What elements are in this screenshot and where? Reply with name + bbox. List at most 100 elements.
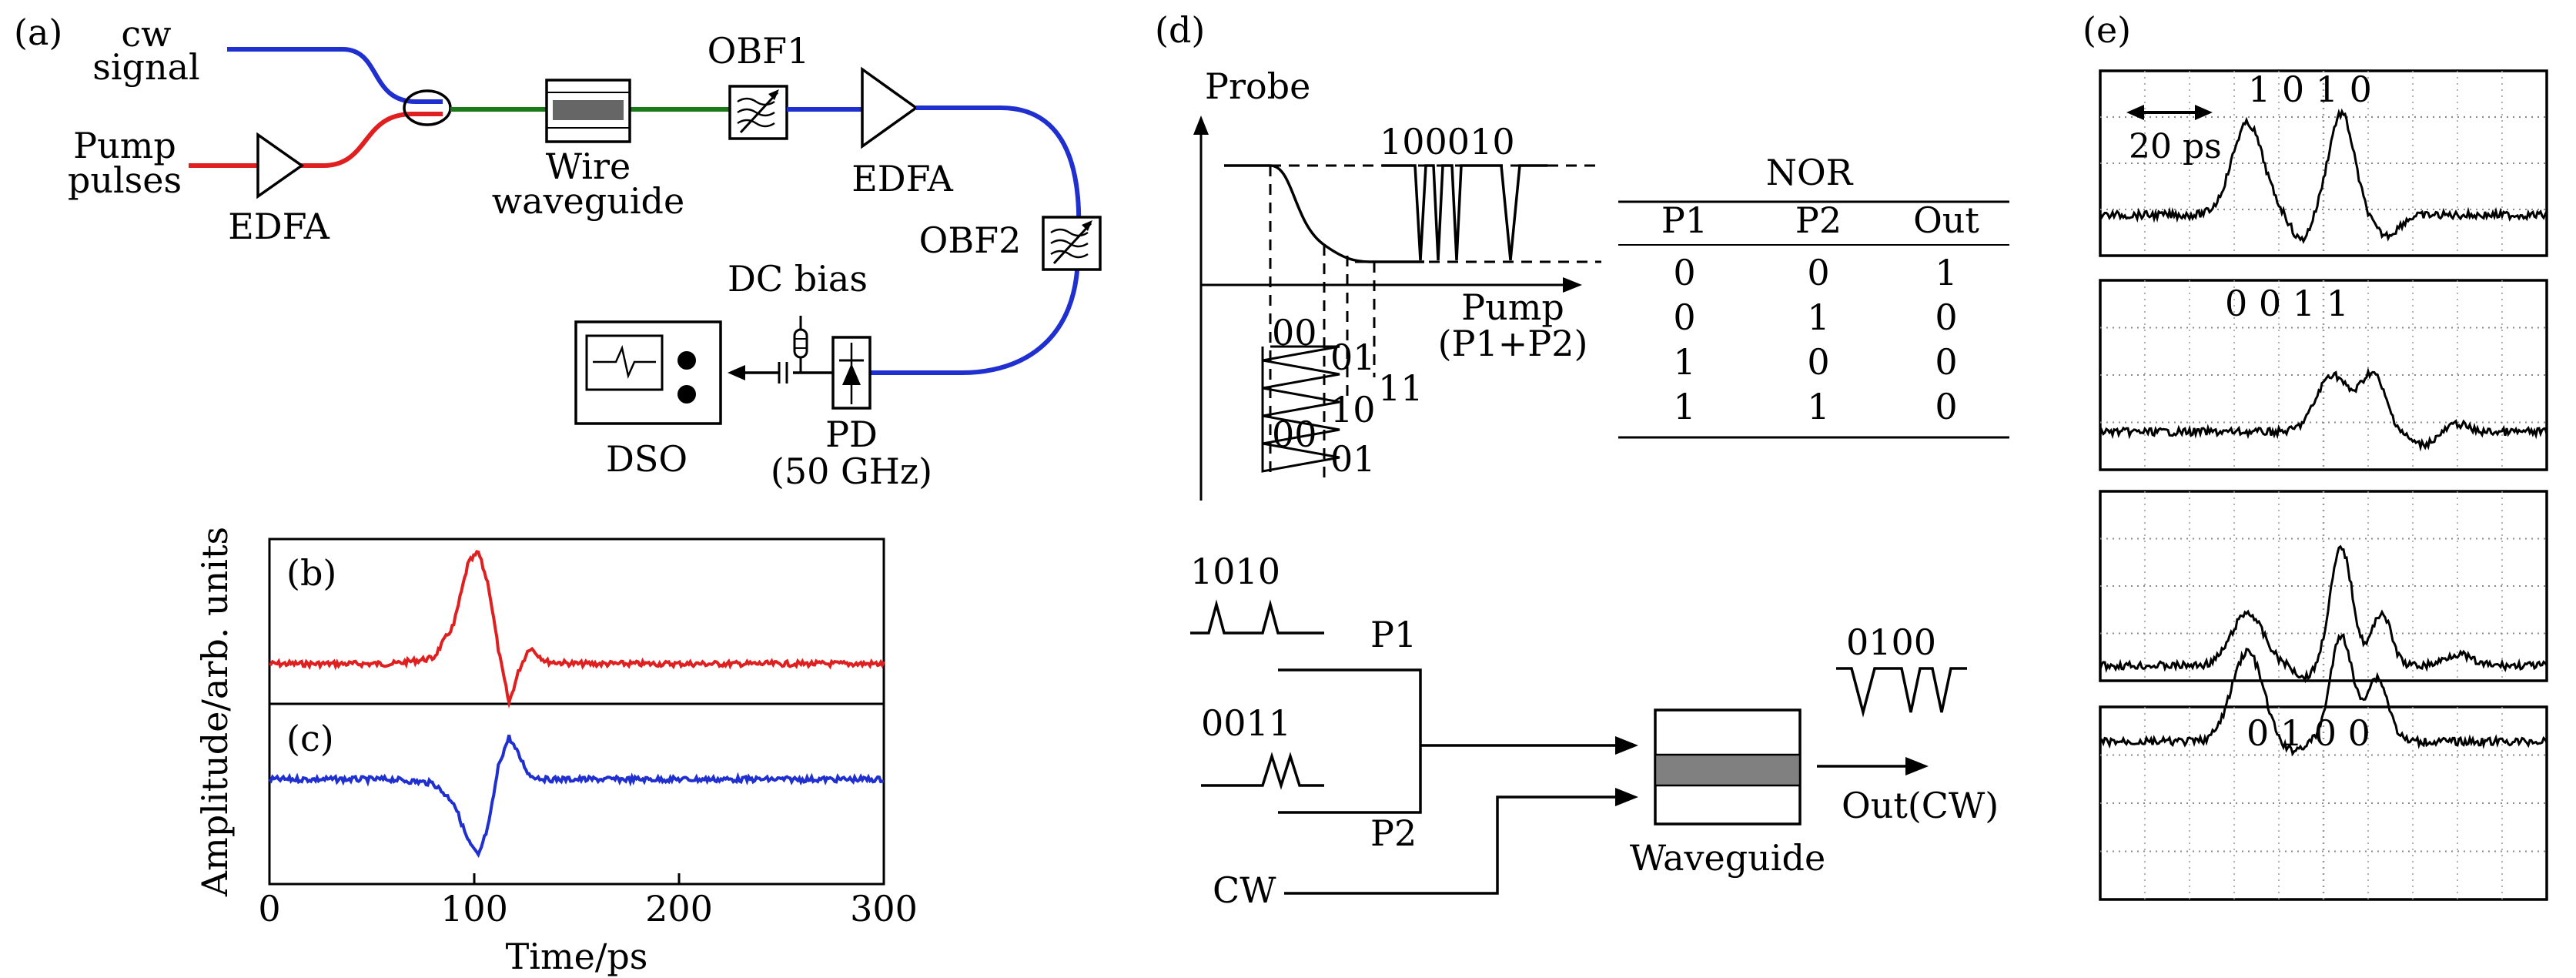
panel-e-label: (e) — [2083, 9, 2131, 51]
edfa-2-label: EDFA — [851, 158, 953, 199]
panel-e: (e) 1 0 1 0 20 ps 0 0 1 1 0 1 0 0 — [2083, 9, 2548, 901]
table-cell: 1 — [1673, 341, 1695, 383]
panel-c-label: (c) — [286, 718, 334, 759]
table-cell: 1 — [1807, 296, 1829, 338]
scope-1-scale: 20 ps — [2129, 127, 2222, 166]
scope-2-bits: 0 0 1 1 — [2225, 283, 2349, 324]
out-label: Out(CW) — [1842, 785, 1999, 826]
out-bits: 0100 — [1846, 621, 1936, 663]
scope-1-bits: 1 0 1 0 — [2248, 69, 2372, 110]
dc-bias-tee — [728, 316, 833, 383]
trace-b-red — [269, 550, 885, 709]
cw-signal-fiber — [227, 47, 443, 104]
scope-4-trace — [2099, 632, 2548, 757]
input-1-bits: 1010 — [1190, 551, 1280, 592]
level-00b: 00 — [1272, 414, 1317, 455]
probe-axis-arrow — [1193, 116, 1209, 135]
x-axis-label: Time/ps — [506, 936, 648, 977]
edfa-1-label: EDFA — [228, 206, 330, 247]
x-tick-label: 0 — [258, 888, 280, 929]
logic-schematic: 1010 0011 P1 P2 CW Waveguide 0100 Out(CW… — [1190, 551, 1999, 911]
table-cell: 0 — [1807, 252, 1829, 293]
pump-fiber — [189, 112, 443, 168]
input-2-waveform — [1201, 752, 1324, 790]
waveguide-label: Waveguide — [1630, 837, 1825, 879]
table-title: NOR — [1766, 152, 1854, 193]
scope-frames — [2099, 69, 2548, 901]
cw-line — [1284, 795, 1621, 895]
pd-label-2: (50 GHz) — [771, 450, 932, 492]
table-cell: 0 — [1935, 386, 1957, 427]
dso-label: DSO — [606, 438, 687, 480]
output-waveform — [1382, 164, 1547, 261]
waveguide-box — [1654, 708, 1802, 826]
edfa-2-amplifier — [861, 66, 919, 149]
scope-3-trace — [2099, 544, 2548, 684]
plot-frame — [268, 538, 885, 886]
table-cell: 0 — [1935, 341, 1957, 383]
wire-waveguide — [545, 79, 631, 143]
level-01b: 01 — [1330, 438, 1376, 480]
cw-label-1: cw — [121, 13, 171, 55]
table-header-out: Out — [1913, 199, 1979, 241]
panel-d-label: (d) — [1155, 9, 1205, 51]
obf1-filter — [728, 85, 788, 140]
coupler — [403, 89, 452, 126]
out-arrow — [1905, 757, 1929, 775]
x-tick-label: 200 — [645, 888, 713, 929]
panel-b-label: (b) — [286, 552, 336, 594]
pump-axis-arrow — [1563, 277, 1582, 293]
nor-truth-table: NOR P1 P2 Out 0 0 1 0 1 0 1 0 0 1 1 0 — [1618, 152, 2009, 439]
scope-2-trace — [2099, 367, 2548, 452]
scope-4-bits: 0 1 0 0 — [2246, 712, 2370, 754]
x-tick-label: 300 — [850, 888, 918, 929]
table-cell: 0 — [1807, 341, 1829, 383]
wire-label-2: waveguide — [492, 180, 684, 222]
dso-oscilloscope — [574, 320, 722, 425]
panel-d: (d) Probe Pump (P1+P2) 100010 00 01 10 1… — [1155, 9, 2009, 911]
panel-a-label: (a) — [14, 12, 62, 53]
table-header-p2: P2 — [1795, 199, 1842, 241]
table-cell: 0 — [1673, 296, 1695, 338]
level-00a: 00 — [1272, 312, 1317, 353]
panel-bc: (b) (c) Amplitude/arb. units Time/ps 0 10… — [194, 527, 918, 977]
y-axis-label: Amplitude/arb. units — [194, 527, 236, 897]
scope-1-trace — [2099, 108, 2548, 244]
trace-c-blue — [268, 735, 885, 859]
combiner-lines — [1278, 668, 1621, 814]
pd-label-1: PD — [825, 414, 878, 455]
edfa-1-amplifier — [256, 132, 305, 199]
cw-label-2: signal — [92, 46, 200, 88]
table-cell: 0 — [1673, 252, 1695, 293]
cw-label: CW — [1213, 869, 1276, 911]
pump-label-1: Pump — [73, 125, 176, 166]
p-arrow — [1615, 736, 1638, 755]
input-1-waveform — [1190, 599, 1324, 635]
table-cell: 1 — [1673, 386, 1695, 427]
pump-axis-label-2: (P1+P2) — [1438, 323, 1588, 364]
cw-arrow — [1615, 788, 1638, 806]
table-cell: 1 — [1807, 386, 1829, 427]
panel-a: (a) cw signal Pump pulses EDFA Wire wave… — [14, 12, 1102, 492]
x-tick-label: 100 — [440, 888, 508, 929]
photodetector — [831, 336, 871, 410]
scale-arrow — [2126, 105, 2213, 120]
obf2-label: OBF2 — [919, 219, 1022, 261]
pump-label-2: pulses — [68, 159, 182, 201]
obf2-filter — [1042, 216, 1102, 271]
table-header-p1: P1 — [1661, 199, 1708, 241]
probe-axis-label: Probe — [1205, 65, 1310, 107]
level-01a: 01 — [1330, 337, 1376, 378]
output-pattern-label: 100010 — [1380, 121, 1515, 162]
input-pump-waveform — [1261, 345, 1340, 473]
p1-label: P1 — [1370, 614, 1417, 655]
level-11: 11 — [1378, 367, 1423, 409]
level-10: 10 — [1330, 389, 1376, 430]
table-cell: 1 — [1935, 252, 1957, 293]
input-2-bits: 0011 — [1201, 702, 1291, 744]
dc-bias-label: DC bias — [728, 258, 868, 300]
x-ticks: 0 100 200 300 — [258, 873, 918, 929]
out-waveform — [1836, 667, 1967, 718]
table-cell: 0 — [1935, 296, 1957, 338]
